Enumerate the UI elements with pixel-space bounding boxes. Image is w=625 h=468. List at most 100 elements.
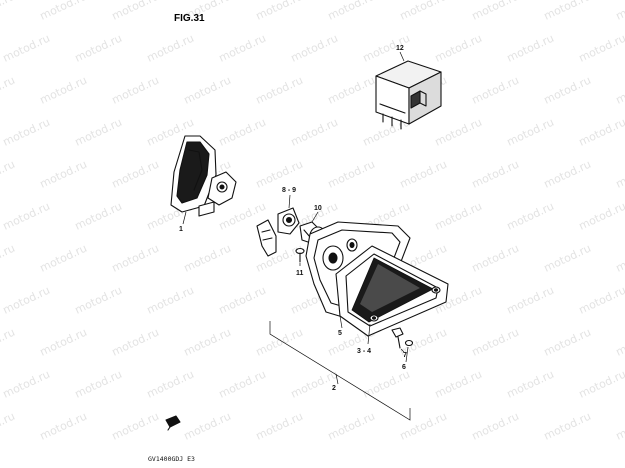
callout-10: 10 — [314, 205, 322, 212]
small-clip-icon — [165, 415, 181, 431]
part-7-bolt[interactable] — [391, 327, 404, 349]
watermark-text: motod.ru — [110, 0, 161, 23]
part-1-lamp-housing[interactable] — [170, 135, 237, 217]
watermark-text: motod.ru — [254, 74, 305, 107]
watermark-text: motod.ru — [614, 326, 625, 359]
watermark-text: motod.ru — [398, 0, 449, 23]
watermark-text: motod.ru — [73, 32, 124, 65]
leader-line-2 — [335, 373, 339, 385]
watermark-text: motod.ru — [73, 200, 124, 233]
leader-line-5 — [339, 315, 343, 329]
watermark-text: motod.ru — [1, 32, 52, 65]
watermark-text: motod.ru — [326, 74, 377, 107]
watermark-text: motod.ru — [326, 0, 377, 23]
callout-12: 12 — [396, 45, 404, 52]
leader-line-12 — [399, 51, 405, 62]
watermark-text: motod.ru — [1, 116, 52, 149]
watermark-text: motod.ru — [470, 242, 521, 275]
watermark-text: motod.ru — [110, 410, 161, 443]
watermark-text: motod.ru — [0, 158, 17, 191]
watermark-text: motod.ru — [542, 0, 593, 23]
part-12-relay[interactable] — [375, 60, 442, 130]
watermark-text: motod.ru — [542, 410, 593, 443]
watermark-text: motod.ru — [470, 74, 521, 107]
watermark-text: motod.ru — [542, 242, 593, 275]
leader-line-6 — [405, 346, 409, 363]
watermark-text: motod.ru — [470, 158, 521, 191]
watermark-text: motod.ru — [1, 200, 52, 233]
watermark-text: motod.ru — [470, 0, 521, 23]
watermark-text: motod.ru — [182, 242, 233, 275]
leader-line-1 — [182, 211, 187, 225]
leader-line-8-9 — [288, 194, 291, 209]
watermark-text: motod.ru — [398, 410, 449, 443]
watermark-text: motod.ru — [182, 74, 233, 107]
watermark-text: motod.ru — [1, 284, 52, 317]
watermark-text: motod.ru — [1, 368, 52, 401]
part-6-washer[interactable] — [404, 339, 414, 347]
watermark-text: motod.ru — [614, 242, 625, 275]
watermark-text: motod.ru — [217, 368, 268, 401]
callout-3-4: 3 - 4 — [357, 348, 371, 355]
watermark-text: motod.ru — [470, 410, 521, 443]
watermark-text: motod.ru — [182, 326, 233, 359]
watermark-text: motod.ru — [326, 410, 377, 443]
watermark-text: motod.ru — [110, 158, 161, 191]
watermark-text: motod.ru — [542, 74, 593, 107]
watermark-text: motod.ru — [38, 0, 89, 23]
watermark-text: motod.ru — [145, 368, 196, 401]
callout-6: 6 — [402, 364, 406, 371]
watermark-text: motod.ru — [0, 326, 17, 359]
watermark-text: motod.ru — [361, 32, 412, 65]
watermark-text: motod.ru — [614, 0, 625, 23]
watermark-text: motod.ru — [38, 74, 89, 107]
watermark-text: motod.ru — [0, 242, 17, 275]
watermark-text: motod.ru — [505, 368, 556, 401]
watermark-text: motod.ru — [614, 410, 625, 443]
watermark-text: motod.ru — [145, 32, 196, 65]
watermark-text: motod.ru — [505, 284, 556, 317]
watermark-text: motod.ru — [289, 32, 340, 65]
watermark-text: motod.ru — [73, 116, 124, 149]
callout-8-9: 8 - 9 — [282, 187, 296, 194]
watermark-text: motod.ru — [542, 158, 593, 191]
watermark-text: motod.ru — [577, 284, 625, 317]
watermark-text: motod.ru — [326, 158, 377, 191]
callout-5: 5 — [338, 330, 342, 337]
watermark-text: motod.ru — [217, 32, 268, 65]
watermark-text: motod.ru — [433, 32, 484, 65]
part-2-assembly-bracket — [269, 321, 411, 421]
watermark-text: motod.ru — [433, 200, 484, 233]
watermark-text: motod.ru — [577, 368, 625, 401]
callout-2: 2 — [332, 385, 336, 392]
watermark-text: motod.ru — [0, 410, 17, 443]
watermark-text: motod.ru — [542, 326, 593, 359]
watermark-text: motod.ru — [470, 326, 521, 359]
watermark-text: motod.ru — [289, 116, 340, 149]
watermark-text: motod.ru — [217, 284, 268, 317]
watermark-text: motod.ru — [254, 0, 305, 23]
watermark-text: motod.ru — [0, 0, 17, 23]
part-11-screw[interactable] — [295, 247, 305, 263]
watermark-text: motod.ru — [398, 158, 449, 191]
watermark-text: motod.ru — [182, 410, 233, 443]
callout-11: 11 — [296, 270, 304, 277]
callout-1: 1 — [179, 226, 183, 233]
leader-line-10 — [311, 211, 319, 223]
part-8-9-bulb-socket[interactable] — [256, 207, 300, 257]
part-3-4-lens[interactable] — [335, 245, 449, 337]
watermark-text: motod.ru — [577, 32, 625, 65]
watermark-text: motod.ru — [38, 242, 89, 275]
figure-title: FIG.31 — [174, 13, 205, 24]
watermark-text: motod.ru — [217, 116, 268, 149]
watermark-text: motod.ru — [73, 368, 124, 401]
watermark-text: motod.ru — [433, 116, 484, 149]
watermark-text: motod.ru — [73, 284, 124, 317]
watermark-text: motod.ru — [254, 410, 305, 443]
watermark-text: motod.ru — [110, 242, 161, 275]
watermark-text: motod.ru — [614, 74, 625, 107]
watermark-text: motod.ru — [254, 158, 305, 191]
watermark-text: motod.ru — [577, 200, 625, 233]
watermark-text: motod.ru — [433, 368, 484, 401]
